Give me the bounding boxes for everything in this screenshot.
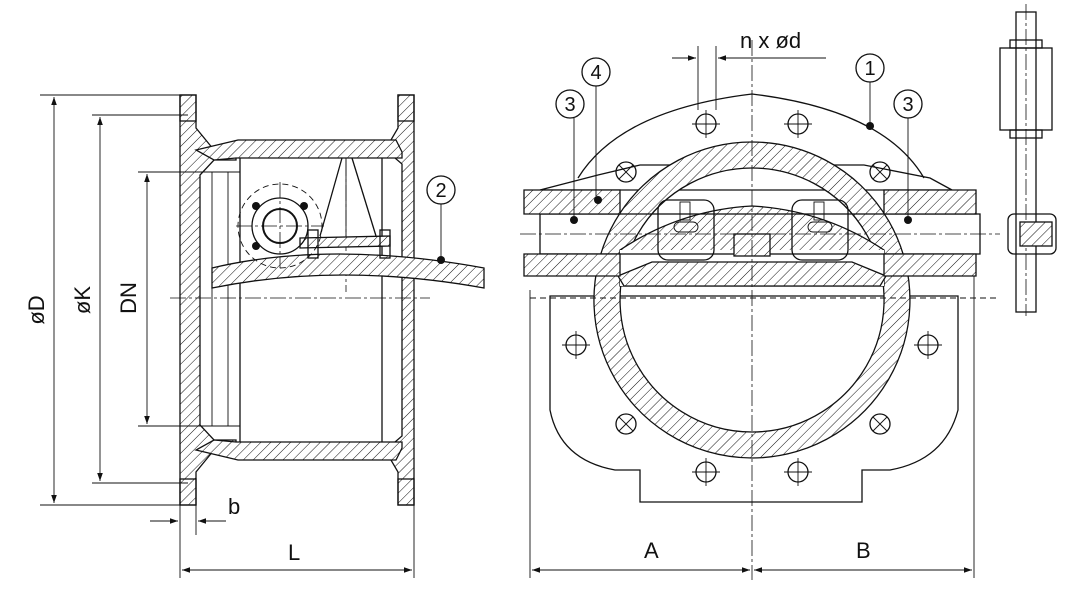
callout-3-right: 3 bbox=[893, 89, 923, 224]
right-bearing bbox=[883, 189, 977, 215]
callout-4: 4 bbox=[581, 57, 611, 204]
bolt-stub-top-right bbox=[397, 94, 415, 122]
svg-text:2: 2 bbox=[435, 180, 446, 202]
svg-text:4: 4 bbox=[590, 62, 601, 84]
bolt-stub-bottom-right bbox=[397, 478, 415, 506]
dim-bolt-holes: n x ød bbox=[740, 28, 801, 53]
front-flange-outline bbox=[549, 295, 959, 503]
body-top-wall bbox=[194, 139, 403, 161]
callout-3-left: 3 bbox=[555, 89, 585, 224]
dim-face-to-face: L bbox=[288, 540, 300, 565]
side-section-view bbox=[170, 94, 485, 506]
bolt-holes bbox=[562, 110, 942, 486]
dim-right-width: B bbox=[856, 538, 871, 563]
svg-text:3: 3 bbox=[902, 94, 913, 116]
bolt-stub-bottom-left bbox=[179, 478, 197, 506]
front-view bbox=[520, 40, 1000, 580]
front-dimensions: A B n x ød bbox=[529, 28, 975, 578]
right-hinge-boss bbox=[791, 199, 849, 261]
lever-counterweight bbox=[999, 4, 1057, 316]
left-bearing bbox=[523, 189, 621, 215]
callout-1: 1 bbox=[855, 53, 885, 130]
bolt-stub-top-left bbox=[179, 94, 197, 122]
svg-text:1: 1 bbox=[864, 58, 875, 80]
left-hinge-boss bbox=[657, 199, 715, 261]
body-bottom-wall bbox=[194, 439, 403, 461]
valve-body-ring bbox=[593, 141, 911, 459]
dim-flange-thickness: b bbox=[228, 494, 240, 519]
side-dimensions: øD øK DN b L bbox=[24, 94, 415, 578]
dim-left-width: A bbox=[644, 538, 659, 563]
dim-nominal-diameter: DN bbox=[116, 282, 141, 314]
hinge-lever bbox=[299, 235, 391, 249]
callout-2: 2 bbox=[426, 175, 456, 264]
dim-bolt-circle: øK bbox=[70, 286, 95, 314]
dim-outer-diameter: øD bbox=[24, 295, 49, 324]
svg-text:3: 3 bbox=[564, 94, 575, 116]
